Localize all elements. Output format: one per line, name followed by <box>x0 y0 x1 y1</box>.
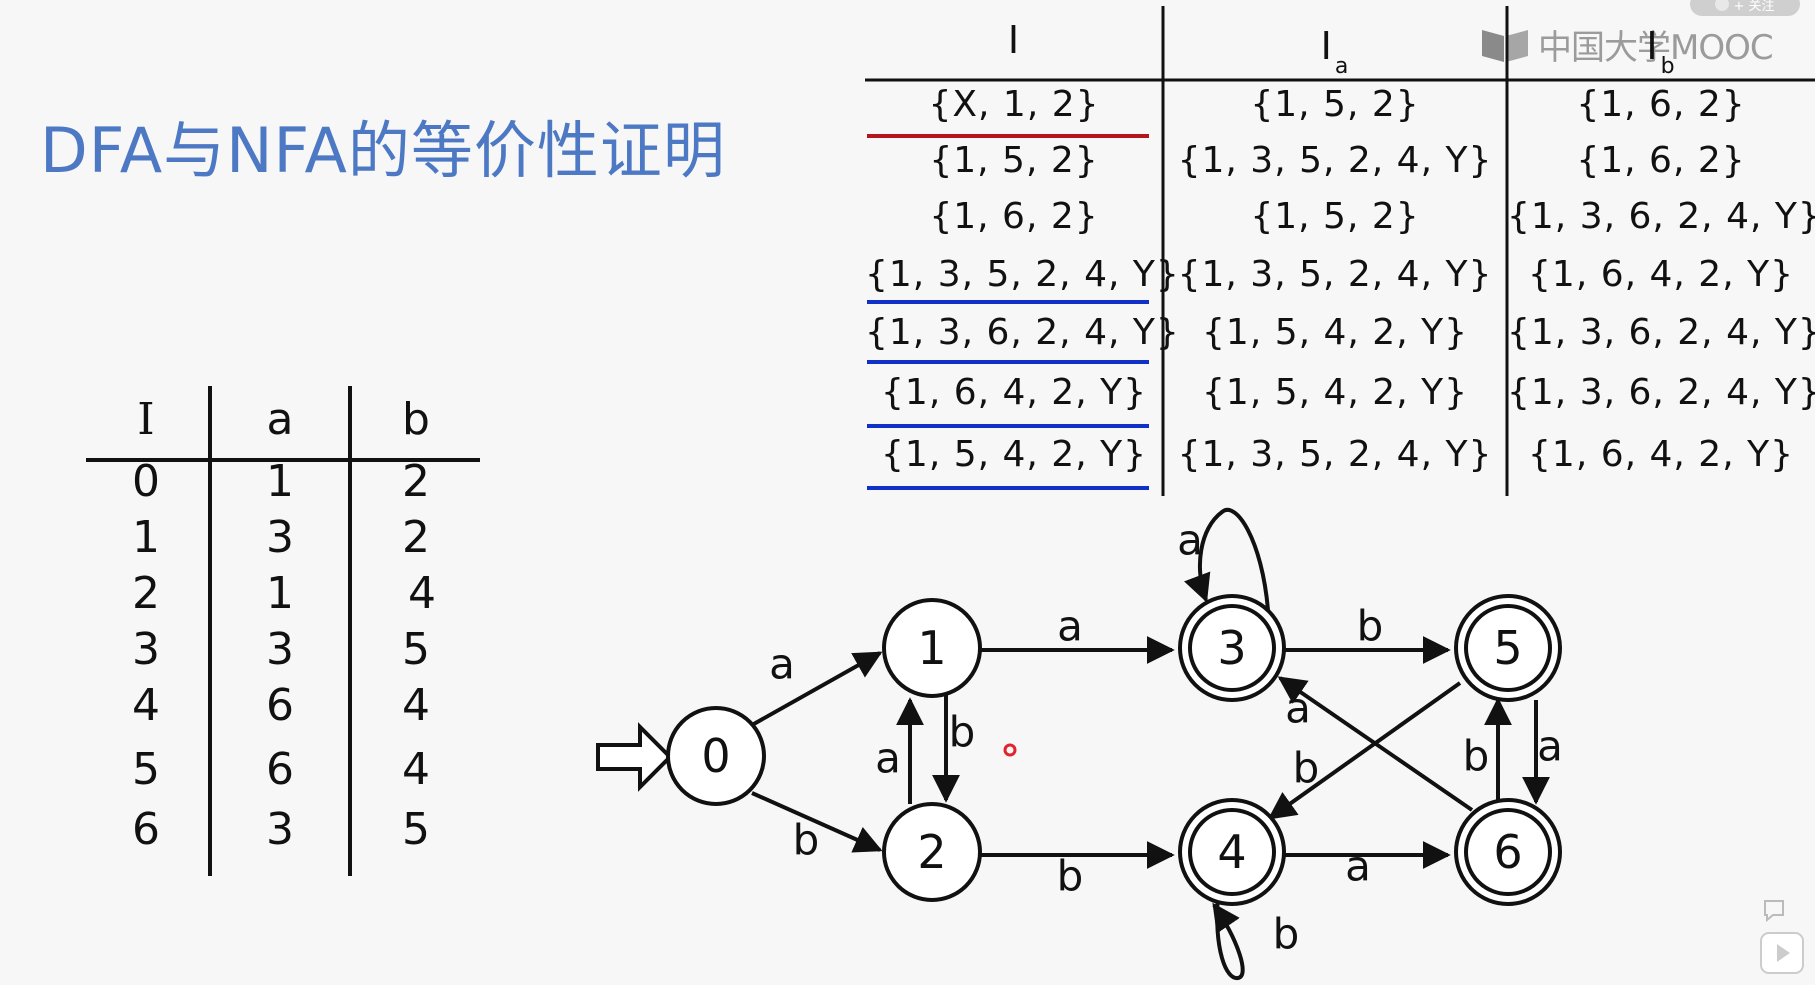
start-arrow-icon <box>596 722 673 792</box>
row-state: 2 <box>132 568 160 619</box>
edge-label: a <box>1285 684 1311 733</box>
cell-i: {X, 1, 2} <box>928 84 1100 125</box>
state-label: 5 <box>1493 621 1522 675</box>
row-a: 3 <box>266 512 294 563</box>
subset-table-lines <box>865 6 1815 496</box>
transition-table-lines <box>86 386 480 876</box>
edge-label: b <box>1357 602 1384 651</box>
row-a: 3 <box>266 624 294 675</box>
state-label: 1 <box>917 621 946 675</box>
edge-3-3 <box>1184 508 1270 611</box>
play-button-icon[interactable] <box>1759 931 1805 975</box>
dfa-transition-table: I a b 0 1 2 1 3 2 2 1 4 3 3 5 4 6 4 5 6 … <box>80 380 480 880</box>
cell-ia: {1, 3, 5, 2, 4, Y} <box>1177 254 1493 295</box>
cell-ib: {1, 3, 6, 2, 4, Y} <box>1507 196 1815 237</box>
col-header-i: I <box>137 394 155 445</box>
cell-ia: {1, 3, 5, 2, 4, Y} <box>1177 434 1493 475</box>
row-b: 2 <box>402 456 430 507</box>
header-ia: Ia <box>1320 24 1350 79</box>
cell-i: {1, 6, 4, 2, Y} <box>881 372 1147 413</box>
edge-label: a <box>1537 722 1563 771</box>
col-header-a: a <box>266 394 294 445</box>
edge-label: b <box>1273 910 1300 959</box>
mooc-logo-icon <box>1482 30 1528 62</box>
cell-ib: {1, 6, 4, 2, Y} <box>1528 254 1794 295</box>
follow-button[interactable]: + 关注 <box>1690 0 1800 16</box>
state-2 <box>882 802 982 902</box>
row-b: 5 <box>402 624 430 675</box>
state-label: 2 <box>917 825 946 879</box>
row-state: 0 <box>132 456 160 507</box>
state-1 <box>882 598 982 698</box>
row-state: 6 <box>132 804 160 855</box>
row-state: 5 <box>132 744 160 795</box>
subset-construction-table: I Ia Ib {X, 1, 2} {1, 5, 2} {1, 6, 2} {1… <box>865 0 1815 500</box>
edge-label: a <box>1057 602 1083 651</box>
cell-ib: {1, 6, 2} <box>1576 140 1746 181</box>
watermark-text: 中国大学MOOC <box>1538 27 1774 68</box>
edge-label: a <box>769 640 795 689</box>
cell-ib: {1, 3, 6, 2, 4, Y} <box>1507 372 1815 413</box>
edge-4-4 <box>1212 895 1245 980</box>
cell-ia: {1, 3, 5, 2, 4, Y} <box>1177 140 1493 181</box>
row-a: 3 <box>266 804 294 855</box>
state-5 <box>1454 594 1562 702</box>
cell-ia: {1, 5, 4, 2, Y} <box>1202 312 1468 353</box>
avatar-icon <box>1715 0 1730 11</box>
state-label: 6 <box>1493 825 1522 879</box>
edge-0-2 <box>751 791 883 853</box>
header-ib: Ib <box>1646 24 1676 79</box>
cell-ib: {1, 3, 6, 2, 4, Y} <box>1507 312 1815 353</box>
state-6 <box>1454 798 1562 906</box>
follow-label: + 关注 <box>1733 0 1775 14</box>
edge-label: a <box>1177 516 1203 565</box>
edge-6-3 <box>1277 676 1474 812</box>
cell-i: {1, 5, 2} <box>929 140 1099 181</box>
row-b: 4 <box>408 568 436 619</box>
edge-label: b <box>793 816 820 865</box>
row-state: 4 <box>132 680 160 731</box>
edge-label: a <box>875 734 901 783</box>
cell-ia: {1, 5, 2} <box>1250 196 1420 237</box>
edge-5-4 <box>1267 681 1462 820</box>
row-b: 2 <box>402 512 430 563</box>
row-a: 1 <box>266 456 294 507</box>
col-header-b: b <box>402 394 430 445</box>
cell-i: {1, 5, 4, 2, Y} <box>881 434 1147 475</box>
cell-i: {1, 3, 5, 2, 4, Y} <box>865 254 1180 295</box>
edge-label: a <box>1345 842 1371 891</box>
edge-label: b <box>1293 744 1320 793</box>
danmaku-icon[interactable] <box>1761 897 1787 923</box>
state-4 <box>1178 798 1286 906</box>
state-3 <box>1178 594 1286 702</box>
laser-pointer-icon <box>1003 743 1017 757</box>
row-b: 4 <box>402 680 430 731</box>
header-i: I <box>1007 18 1021 62</box>
cell-ia: {1, 5, 4, 2, Y} <box>1202 372 1468 413</box>
row-state: 1 <box>132 512 160 563</box>
edge-label: b <box>949 708 976 757</box>
row-a: 1 <box>266 568 294 619</box>
row-a: 6 <box>266 680 294 731</box>
row-state: 3 <box>132 624 160 675</box>
cell-i: {1, 3, 6, 2, 4, Y} <box>865 312 1180 353</box>
row-b: 4 <box>402 744 430 795</box>
row-b: 5 <box>402 804 430 855</box>
slide-title: DFA与NFA的等价性证明 <box>40 114 726 187</box>
cell-ib: {1, 6, 4, 2, Y} <box>1528 434 1794 475</box>
edge-0-1 <box>751 651 883 727</box>
state-label: 3 <box>1217 621 1246 675</box>
state-label: 0 <box>701 729 730 783</box>
state-label: 4 <box>1217 825 1246 879</box>
cell-i: {1, 6, 2} <box>929 196 1099 237</box>
edge-label: b <box>1057 852 1084 901</box>
mooc-watermark: 中国大学MOOC <box>1480 22 1774 68</box>
cell-ib: {1, 6, 2} <box>1576 84 1746 125</box>
row-a: 6 <box>266 744 294 795</box>
cell-ia: {1, 5, 2} <box>1250 84 1420 125</box>
state-0 <box>666 706 766 806</box>
edge-label: b <box>1463 732 1490 781</box>
